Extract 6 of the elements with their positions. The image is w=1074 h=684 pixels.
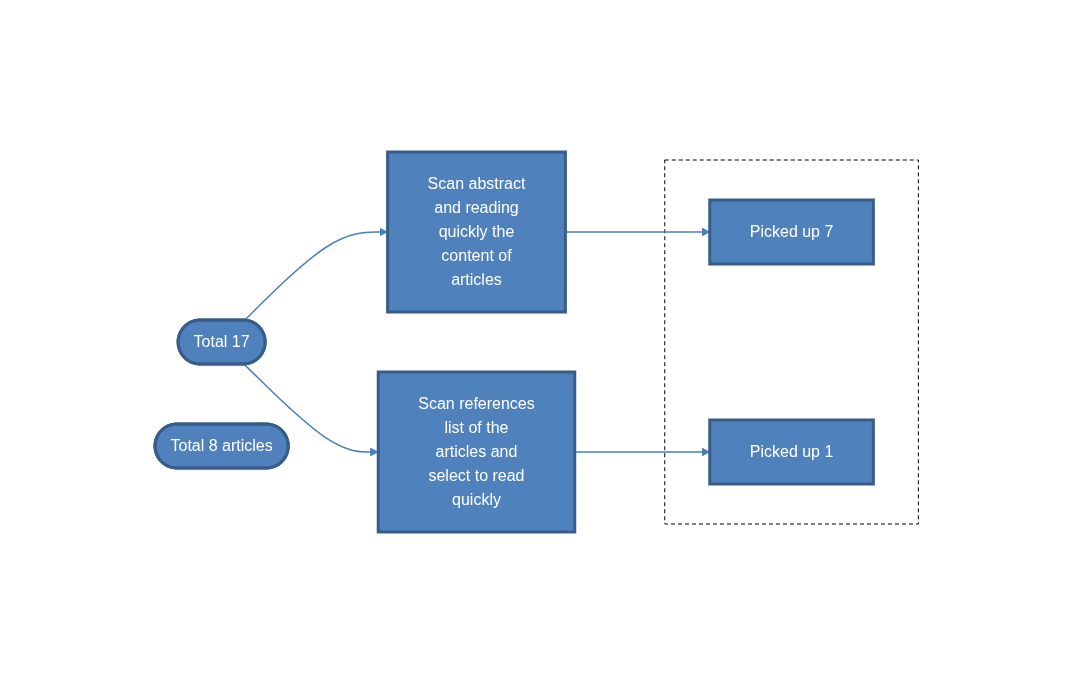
cluster <box>664 159 920 525</box>
node-box: Scan abstract and reading quickly the content of articles <box>386 150 568 314</box>
node-box: Scan references list of the articles and select to read quickly <box>377 370 577 534</box>
node-box: Picked up 1 <box>708 418 876 486</box>
node-box: Picked up 7 <box>708 198 876 266</box>
arrow <box>244 363 379 457</box>
